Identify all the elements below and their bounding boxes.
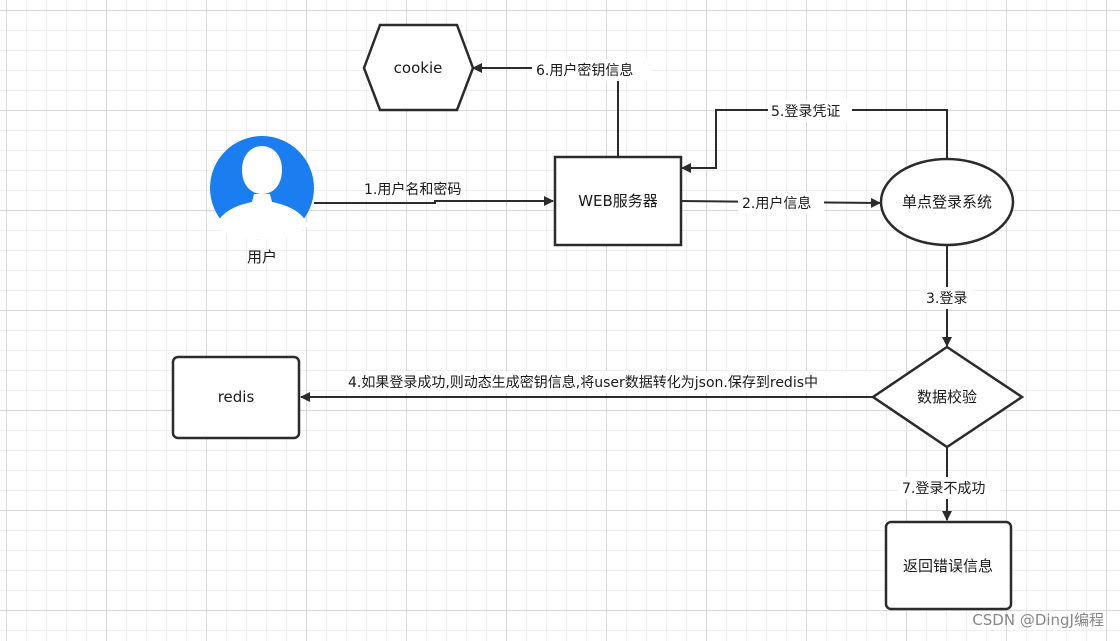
edge-label-4: 4.如果登录成功,则动态生成密钥信息,将user数据转化为json.保存到red… [348, 374, 818, 391]
node-cookie-label: cookie [394, 59, 443, 77]
edge-sso-to-web [681, 109, 948, 173]
edge-label-7-bg [898, 477, 1000, 499]
node-cookie[interactable]: cookie [362, 23, 475, 112]
node-redis[interactable]: redis [171, 355, 301, 440]
error-box [884, 520, 1013, 611]
sso-ellipse [879, 157, 1015, 247]
node-sso[interactable]: 单点登录系统 [879, 157, 1015, 247]
edge-label-3-bg [922, 287, 972, 309]
edge-user-to-web [314, 196, 554, 206]
node-user-label: 用户 [247, 248, 277, 266]
node-user[interactable]: 用户 [210, 136, 314, 266]
edge-label-7: 7.登录不成功 [902, 481, 985, 497]
node-validate[interactable]: 数据校验 [870, 345, 1025, 449]
redis-box [171, 355, 301, 440]
node-validate-label: 数据校验 [917, 388, 977, 406]
edge-label-2-bg [738, 192, 824, 214]
watermark: CSDN @DingJ编程 [972, 611, 1104, 629]
edge-label-2: 2.用户信息 [742, 195, 811, 212]
edge-label-1: 1.用户名和密码 [364, 181, 461, 198]
node-error-label: 返回错误信息 [903, 557, 993, 575]
user-avatar-icon [210, 136, 314, 240]
edge-label-4-bg [344, 371, 884, 393]
node-web-server-label: WEB服务器 [578, 192, 658, 210]
validate-diamond [870, 345, 1025, 449]
web-server-box [553, 155, 683, 247]
node-redis-label: redis [218, 388, 255, 406]
node-error[interactable]: 返回错误信息 [884, 520, 1013, 611]
edge-web-to-cookie [472, 63, 619, 157]
edge-label-6-bg [532, 59, 650, 81]
edge-label-6: 6.用户密钥信息 [536, 62, 633, 79]
edge-label-5: 5.登录凭证 [771, 104, 840, 120]
edge-label-3: 3.登录 [926, 291, 967, 307]
edge-label-5-bg [768, 100, 852, 122]
cookie-hexagon [362, 23, 475, 112]
node-sso-label: 单点登录系统 [902, 193, 992, 211]
node-web-server[interactable]: WEB服务器 [553, 155, 683, 247]
